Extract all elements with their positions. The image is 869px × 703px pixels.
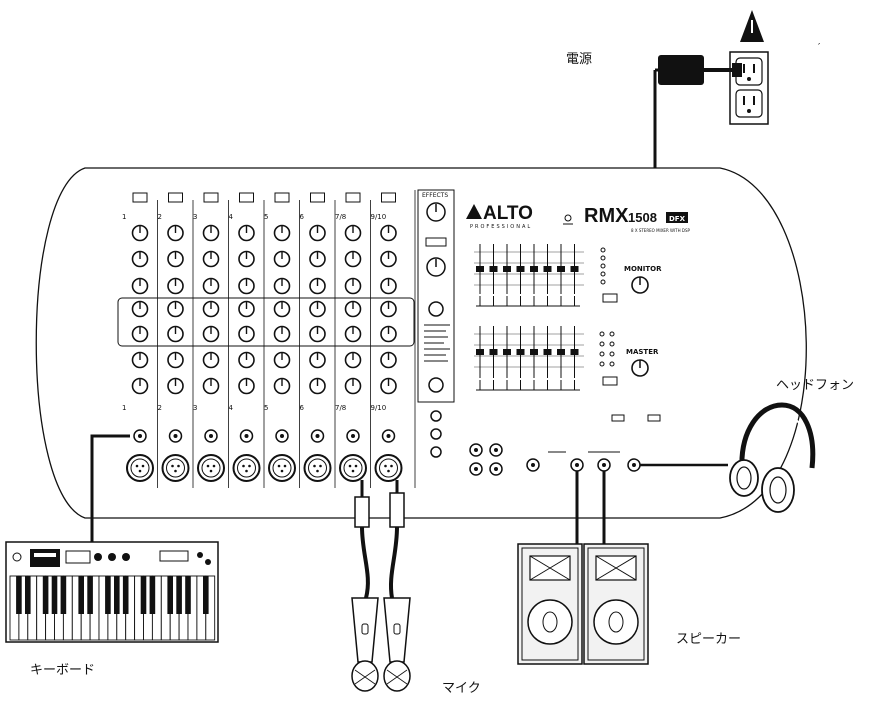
channel-button	[240, 193, 254, 202]
black-key	[52, 576, 58, 614]
fader-cap	[557, 349, 565, 355]
power-label: 電源	[566, 48, 592, 67]
fader-cap	[571, 266, 579, 272]
fader-cap	[476, 266, 484, 272]
channel-number-bottom: 6	[300, 404, 305, 412]
black-key	[105, 576, 111, 614]
black-key	[167, 576, 173, 614]
headphones-label: ヘッドフォン	[776, 374, 854, 393]
brand-logo-sub: PROFESSIONAL	[470, 224, 532, 230]
channel-number-bottom: 4	[229, 404, 234, 412]
fader-cap	[503, 266, 511, 272]
black-key	[16, 576, 22, 614]
fader-cap	[490, 349, 498, 355]
power-outlet	[730, 52, 768, 124]
channel-number-bottom: 2	[158, 404, 162, 412]
effects-label: EFFECTS	[422, 192, 448, 199]
channel-number-top: 3	[193, 213, 197, 221]
brand-logo: ALTO	[483, 203, 533, 224]
fader-cap	[517, 266, 525, 272]
black-key	[123, 576, 129, 614]
model-tagline: 8 X STEREO MIXER WITH DSP	[631, 228, 690, 233]
stray-mark: ′	[818, 42, 821, 53]
keyboard-label: キーボード	[30, 659, 95, 678]
black-key	[150, 576, 156, 614]
channel-number-bottom: 1	[122, 404, 126, 412]
fader-cap	[517, 349, 525, 355]
speakers-label: スピーカー	[676, 628, 741, 647]
monitor-label: MONITOR	[624, 265, 662, 273]
keyboard-keys	[10, 576, 215, 640]
channel-number-top: 9/10	[371, 213, 387, 221]
channel-number-top: 2	[158, 213, 162, 221]
speakers	[518, 544, 648, 664]
fader-cap	[544, 349, 552, 355]
channel-number-bottom: 3	[193, 404, 197, 412]
black-key	[176, 576, 182, 614]
fader-cap	[544, 266, 552, 272]
warning-icon	[740, 10, 764, 42]
black-key	[78, 576, 84, 614]
channel-button	[382, 193, 396, 202]
microphones-label: マイク	[442, 677, 481, 696]
black-key	[87, 576, 93, 614]
master-label: MASTER	[626, 348, 659, 356]
power-adapter	[655, 55, 742, 168]
black-key	[141, 576, 147, 614]
channel-button	[133, 193, 147, 202]
channel-number-bottom: 7/8	[335, 404, 346, 412]
channel-number-top: 7/8	[335, 213, 346, 221]
model-badge: DFX	[669, 215, 686, 223]
black-key	[25, 576, 31, 614]
black-key	[114, 576, 120, 614]
fader-cap	[530, 349, 538, 355]
black-key	[43, 576, 49, 614]
channel-button	[346, 193, 360, 202]
microphones	[352, 493, 410, 691]
black-key	[203, 576, 209, 614]
fader-cap	[530, 266, 538, 272]
channel-number-bottom: 5	[264, 404, 268, 412]
fader-cap	[557, 266, 565, 272]
channel-number-top: 4	[229, 213, 234, 221]
channel-number-top: 6	[300, 213, 305, 221]
keyboard	[6, 542, 218, 642]
fader-cap	[571, 349, 579, 355]
channel-number-top: 5	[264, 213, 268, 221]
fader-cap	[490, 266, 498, 272]
channel-button	[275, 193, 289, 202]
model-number: 1508	[628, 210, 657, 225]
channel-number-bottom: 9/10	[371, 404, 387, 412]
model-name: RMX	[584, 205, 629, 227]
channel-button	[169, 193, 183, 202]
black-key	[185, 576, 191, 614]
channel-button	[311, 193, 325, 202]
channel-number-top: 1	[122, 213, 126, 221]
channel-button	[204, 193, 218, 202]
black-key	[61, 576, 67, 614]
fader-cap	[503, 349, 511, 355]
fader-cap	[476, 349, 484, 355]
